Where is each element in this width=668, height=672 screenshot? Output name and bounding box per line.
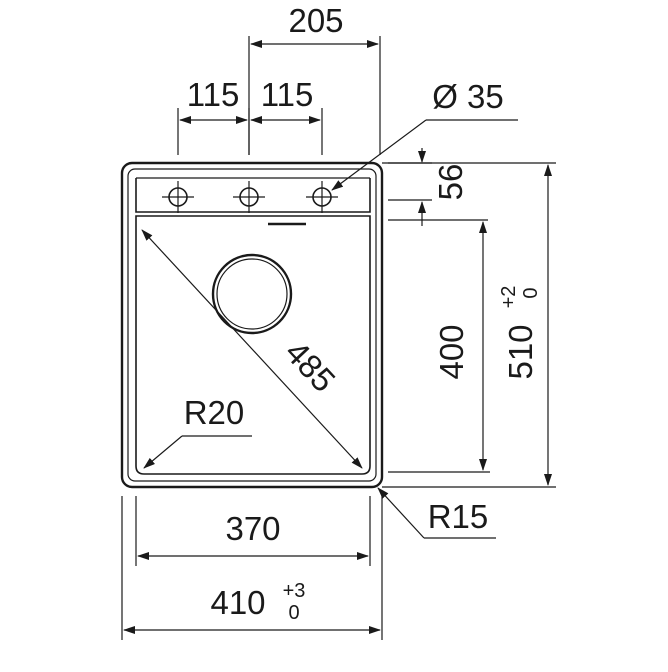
dim-total-depth-label: 510 <box>502 324 539 379</box>
dim-bowl-depth-label: 400 <box>433 324 470 379</box>
tap-hole-right-icon <box>306 181 338 213</box>
dim-total-width-label: 410 <box>210 584 265 621</box>
sink-bowl <box>135 215 371 475</box>
dim-top-span-label: 205 <box>288 2 343 39</box>
dim-total-width-tol-lower: 0 <box>288 602 299 624</box>
dim-bowl-width-label: 370 <box>225 510 280 547</box>
dim-left-span-label: 115 <box>187 76 240 113</box>
dim-deck-depth-label: 56 <box>432 164 469 201</box>
dim-hole-diameter: Ø 35 <box>331 78 518 191</box>
tap-hole-left-icon <box>162 181 194 213</box>
dim-hole-diameter-label: Ø 35 <box>432 78 504 115</box>
dim-total-depth: 510 +2 0 <box>382 162 556 488</box>
sink-deck <box>135 177 371 213</box>
dim-bowl-width: 370 <box>135 496 371 566</box>
dim-inner-radius: R20 <box>143 394 252 469</box>
dim-total-depth-tol-lower: 0 <box>520 287 542 298</box>
dim-right-span-label: 115 <box>261 76 314 113</box>
sink-outer-outline <box>120 161 384 489</box>
dim-total-width: 410 +3 0 <box>121 496 383 640</box>
dim-tap-spacing: 115 115 <box>177 76 323 155</box>
dim-deck-depth: 56 <box>388 148 488 226</box>
dim-diagonal: 485 <box>141 229 363 469</box>
dim-bowl-depth: 400 <box>388 221 490 473</box>
tap-hole-center-icon <box>233 181 265 213</box>
dim-outer-radius-label: R15 <box>428 498 489 535</box>
drain-circle-icon <box>211 253 293 335</box>
dim-total-width-tol-upper: +3 <box>283 580 306 602</box>
dim-total-depth-tol-upper: +2 <box>498 286 520 309</box>
dim-diagonal-label: 485 <box>278 333 343 399</box>
dim-outer-radius: R15 <box>377 487 496 539</box>
dim-inner-radius-label: R20 <box>184 394 245 431</box>
